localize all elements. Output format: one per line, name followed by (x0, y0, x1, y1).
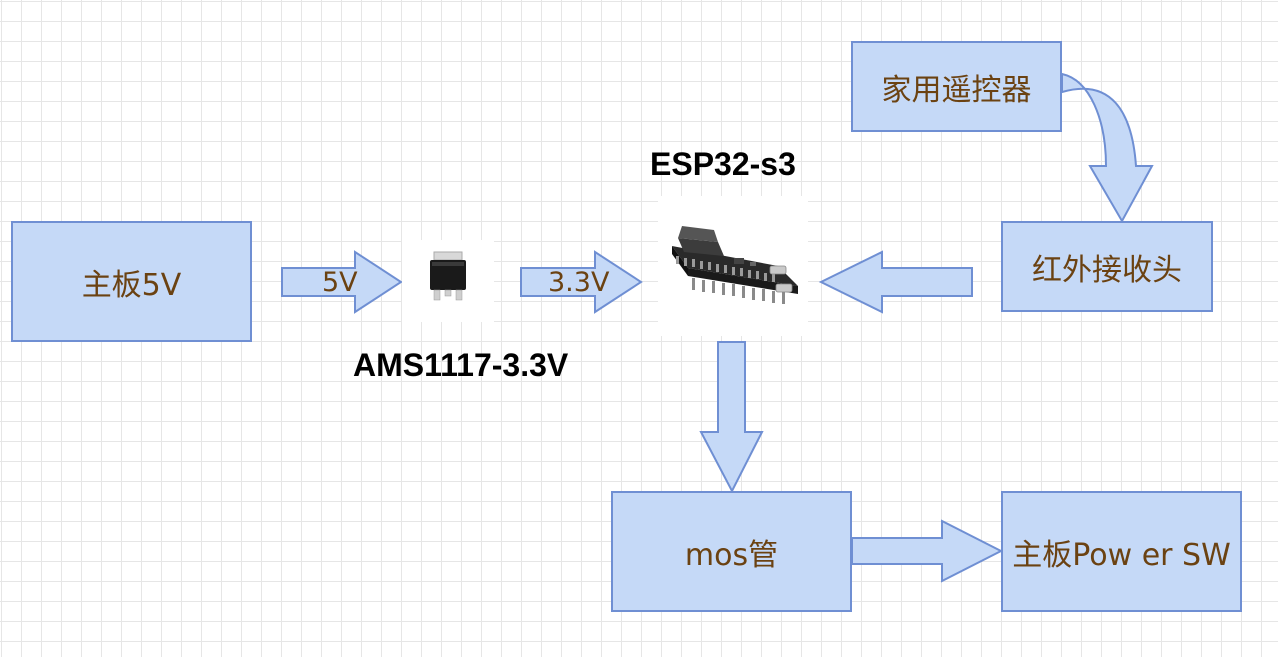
esp32-board-image (658, 196, 808, 336)
ams1117-caption: AMS1117-3.3V (353, 347, 569, 383)
esp32-board-icon (672, 226, 798, 304)
arrow-remote-to-ir[interactable] (1061, 72, 1154, 224)
arrow-ir-to-esp32[interactable] (818, 250, 973, 314)
power-sw-label: 主板Pow er SW (1012, 537, 1231, 573)
mainboard-5v-label: 主板5V (81, 267, 182, 303)
esp32-caption: ESP32-s3 (650, 146, 796, 182)
arrow-5v[interactable] (281, 250, 403, 314)
power-sw-box[interactable]: 主板Pow er SW (1001, 491, 1242, 612)
mos-box[interactable]: mos管 (611, 491, 852, 612)
mainboard-5v-box[interactable]: 主板5V (11, 221, 252, 342)
arrow-3v3[interactable] (520, 250, 643, 314)
label-5v: 5V (322, 267, 358, 298)
regulator-image (402, 240, 494, 322)
ir-receiver-label: 红外接收头 (1032, 252, 1182, 288)
arrow-esp32-to-mos[interactable] (699, 341, 764, 494)
label-3v3: 3.3V (548, 267, 610, 298)
remote-control-box[interactable]: 家用遥控器 (851, 41, 1062, 132)
ir-receiver-box[interactable]: 红外接收头 (1001, 221, 1213, 312)
mos-label: mos管 (684, 537, 779, 573)
arrow-mos-to-power-sw[interactable] (851, 519, 1004, 583)
remote-control-label: 家用遥控器 (881, 72, 1032, 108)
regulator-chip-icon (430, 251, 466, 301)
